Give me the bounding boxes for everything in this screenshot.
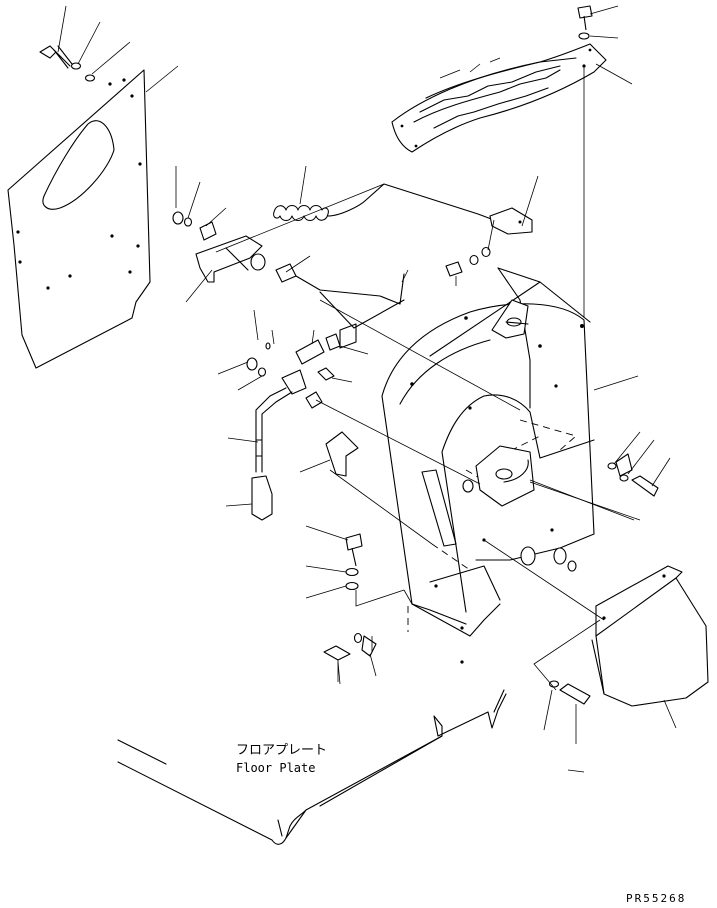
shift-gate-plate <box>391 43 607 153</box>
floor-washer <box>353 632 363 644</box>
lever-washer <box>183 217 193 227</box>
shift-lever <box>255 369 307 473</box>
lever-washer-2 <box>257 367 267 377</box>
return-spring <box>273 204 329 222</box>
base-washer <box>345 567 359 577</box>
cam-mount <box>475 445 535 507</box>
bracket-washer-2 <box>481 246 491 258</box>
link-clevis <box>295 339 325 365</box>
bracket-washer <box>469 254 479 266</box>
panel-bolt <box>39 45 73 69</box>
spring-anchor-bracket <box>489 207 533 235</box>
shift-knob <box>251 475 273 521</box>
shift-link-rod <box>295 273 405 349</box>
lever-snap-ring <box>172 211 184 225</box>
base-bolt <box>345 533 363 567</box>
lever-spacer <box>305 391 323 409</box>
rear-cover-box <box>591 565 709 707</box>
gate-washer <box>578 32 590 40</box>
panel-washer <box>70 62 82 70</box>
lever-mount-bracket <box>195 235 266 283</box>
floor-clip <box>361 635 377 657</box>
assembly-guide-lines <box>215 183 635 691</box>
clevis-cotter <box>265 342 271 350</box>
callout-leaders <box>57 5 677 744</box>
lever-snap-ring-2 <box>246 357 258 371</box>
housing-washer-right <box>619 474 629 482</box>
stop-bracket <box>325 431 359 477</box>
link-nut <box>325 333 341 351</box>
spring-wire <box>327 183 495 221</box>
floor-plate: フロアプレート Floor Plate <box>117 689 507 845</box>
floor-bolt <box>323 645 351 661</box>
cover-bolt <box>559 683 591 705</box>
floor-plate-label-jp: フロアプレート <box>236 743 327 758</box>
pivot-bracket <box>491 299 529 339</box>
gate-bolt <box>577 5 593 31</box>
figure-code: PR55268 <box>626 892 686 905</box>
bracket-bolt <box>445 261 463 277</box>
floor-plate-label-en: Floor Plate <box>236 761 315 775</box>
floor-mark <box>567 769 585 773</box>
housing-bolt-right <box>631 475 659 497</box>
side-cover-panel <box>7 69 151 369</box>
housing-washer-right-2 <box>607 462 617 470</box>
base-lock-washer <box>345 581 359 591</box>
housing-clip-right <box>615 453 633 477</box>
panel-lock-washer <box>84 74 96 82</box>
clevis-pin <box>317 367 335 381</box>
lever-collar <box>275 263 297 283</box>
